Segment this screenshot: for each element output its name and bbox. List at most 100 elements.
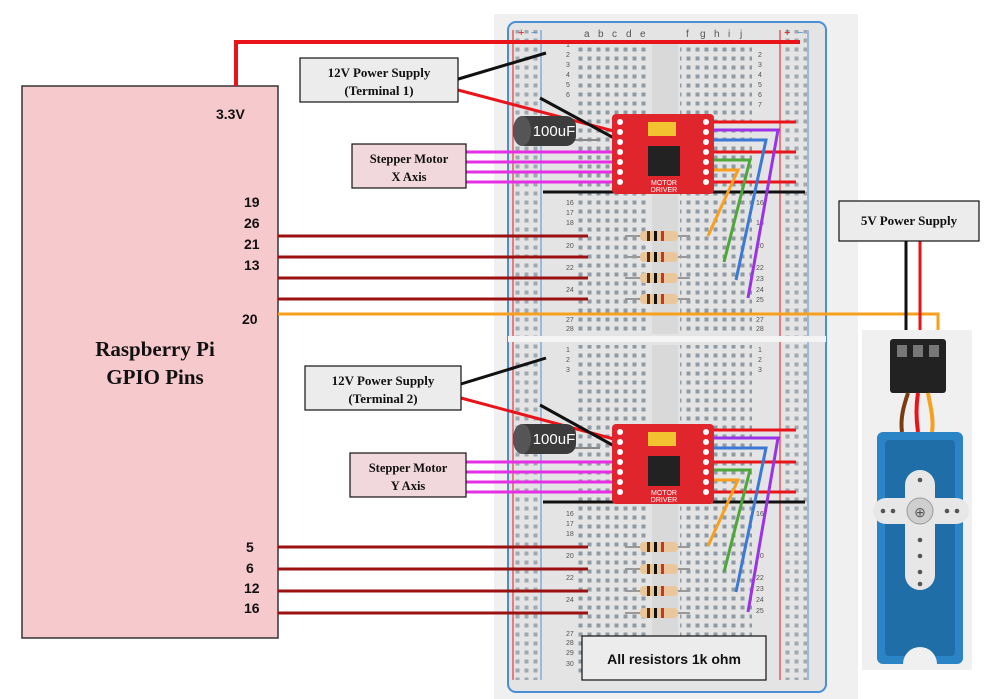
stepper-y-label-box: Stepper Motor Y Axis — [349, 452, 467, 498]
rpi-title-line1: Raspberry Pi — [95, 337, 215, 361]
svg-text:18: 18 — [566, 220, 574, 227]
rail-minus-left: − — [531, 27, 537, 39]
svg-text:2: 2 — [758, 52, 762, 59]
breadboard-column-letters: a b c d e f g h i j — [584, 29, 742, 40]
svg-text:24: 24 — [756, 597, 764, 604]
svg-text:5: 5 — [758, 82, 762, 89]
svg-text:3: 3 — [566, 62, 570, 69]
stepper-x-label-line2: X Axis — [391, 170, 426, 184]
rpi-title-line2: GPIO Pins — [106, 365, 203, 389]
rpi-pin-label: 12 — [244, 580, 260, 596]
rail-plus-left: + — [518, 27, 524, 39]
svg-text:16: 16 — [756, 200, 764, 207]
rpi-pin-label: 5 — [246, 539, 254, 555]
stepper-y-label-line1: Stepper Motor — [369, 461, 448, 475]
svg-text:22: 22 — [566, 265, 574, 272]
rpi-pin-label: 16 — [244, 600, 260, 616]
svg-text:1: 1 — [566, 347, 570, 354]
svg-text:20: 20 — [756, 243, 764, 250]
svg-text:27: 27 — [566, 317, 574, 324]
svg-text:22: 22 — [756, 265, 764, 272]
column-letter: f — [686, 29, 689, 40]
stepper-x-label-box: Stepper Motor X Axis — [351, 143, 467, 189]
psu1-wires — [454, 51, 626, 146]
raspberry-pi-board — [21, 85, 279, 639]
svg-text:24: 24 — [756, 287, 764, 294]
svg-text:16: 16 — [566, 200, 574, 207]
svg-text:20: 20 — [566, 243, 574, 250]
motor-driver-x: MOTOR DRIVER — [612, 114, 714, 194]
rpi-pin-label: 13 — [244, 257, 260, 273]
power-wire-3v3 — [234, 40, 800, 86]
driver-y-label-line1: MOTOR — [651, 490, 677, 497]
psu5v-label: 5V Power Supply — [861, 213, 958, 228]
capacitor-y-label: 100uF — [533, 431, 576, 448]
svg-text:16: 16 — [756, 511, 764, 518]
column-letter: i — [728, 29, 730, 40]
servo-motor: ⊕ — [862, 330, 972, 670]
stepper-y-label-line2: Y Axis — [391, 479, 426, 493]
psu2-label-line1: 12V Power Supply — [332, 373, 435, 388]
control-wires-x — [706, 128, 780, 299]
gpio-wires-x — [278, 234, 588, 301]
svg-text:2: 2 — [566, 357, 570, 364]
psu2-wires — [460, 356, 626, 454]
column-letter: a — [584, 29, 590, 40]
svg-text:1: 1 — [566, 42, 570, 49]
svg-text:17: 17 — [566, 521, 574, 528]
psu1-label-box: 12V Power Supply (Terminal 1) — [299, 57, 459, 103]
svg-text:28: 28 — [756, 326, 764, 333]
resistors-x — [625, 231, 690, 304]
svg-text:1: 1 — [758, 347, 762, 354]
svg-text:2: 2 — [758, 357, 762, 364]
svg-text:25: 25 — [756, 608, 764, 615]
motor-driver-y: MOTOR DRIVER — [612, 424, 714, 504]
driver-y-label-line2: DRIVER — [651, 497, 677, 504]
psu5v-label-box: 5V Power Supply — [838, 200, 980, 242]
psu1-label-line2: (Terminal 1) — [344, 83, 413, 98]
rail-plus-right: + — [784, 27, 790, 39]
svg-text:4: 4 — [566, 72, 570, 79]
svg-text:23: 23 — [756, 276, 764, 283]
svg-text:24: 24 — [566, 287, 574, 294]
psu2-label-line2: (Terminal 2) — [348, 391, 417, 406]
svg-text:⊕: ⊕ — [914, 504, 926, 520]
resistors-note: All resistors 1k ohm — [607, 651, 741, 667]
svg-text:22: 22 — [756, 575, 764, 582]
svg-text:6: 6 — [566, 92, 570, 99]
svg-text:3: 3 — [758, 367, 762, 374]
rpi-pin-label: 6 — [246, 560, 254, 576]
gpio-wires-y — [278, 545, 588, 615]
column-letter: b — [598, 29, 604, 40]
driver-y-power-wires — [713, 428, 796, 494]
rpi-pin-label: 19 — [244, 194, 260, 210]
svg-text:22: 22 — [566, 575, 574, 582]
stepper-x-wires — [466, 150, 625, 184]
resistors-note-box: All resistors 1k ohm — [581, 635, 767, 681]
svg-text:7: 7 — [758, 102, 762, 109]
control-wires-y — [706, 436, 780, 613]
svg-text:6: 6 — [758, 92, 762, 99]
rail-markers: + − + − — [518, 27, 803, 39]
svg-text:3: 3 — [758, 62, 762, 69]
capacitor-y: 100uF — [513, 424, 600, 454]
svg-text:16: 16 — [566, 511, 574, 518]
svg-text:17: 17 — [566, 210, 574, 217]
rpi-pin-power: 3.3V — [216, 106, 245, 122]
svg-text:27: 27 — [566, 631, 574, 638]
psu1-label-line1: 12V Power Supply — [328, 65, 431, 80]
svg-text:28: 28 — [566, 640, 574, 647]
rpi-pin-label: 21 — [244, 236, 260, 252]
svg-text:27: 27 — [756, 317, 764, 324]
column-letter: e — [640, 29, 646, 40]
stepper-y-wires — [466, 460, 625, 494]
rpi-pin-servo: 20 — [242, 311, 258, 327]
capacitor-x: 100uF — [513, 116, 600, 146]
column-letter: c — [612, 29, 617, 40]
stepper-x-label-line1: Stepper Motor — [370, 152, 449, 166]
svg-text:25: 25 — [756, 297, 764, 304]
column-letter: j — [739, 29, 742, 40]
driver-x-label-line2: DRIVER — [651, 187, 677, 194]
svg-text:2: 2 — [566, 52, 570, 59]
